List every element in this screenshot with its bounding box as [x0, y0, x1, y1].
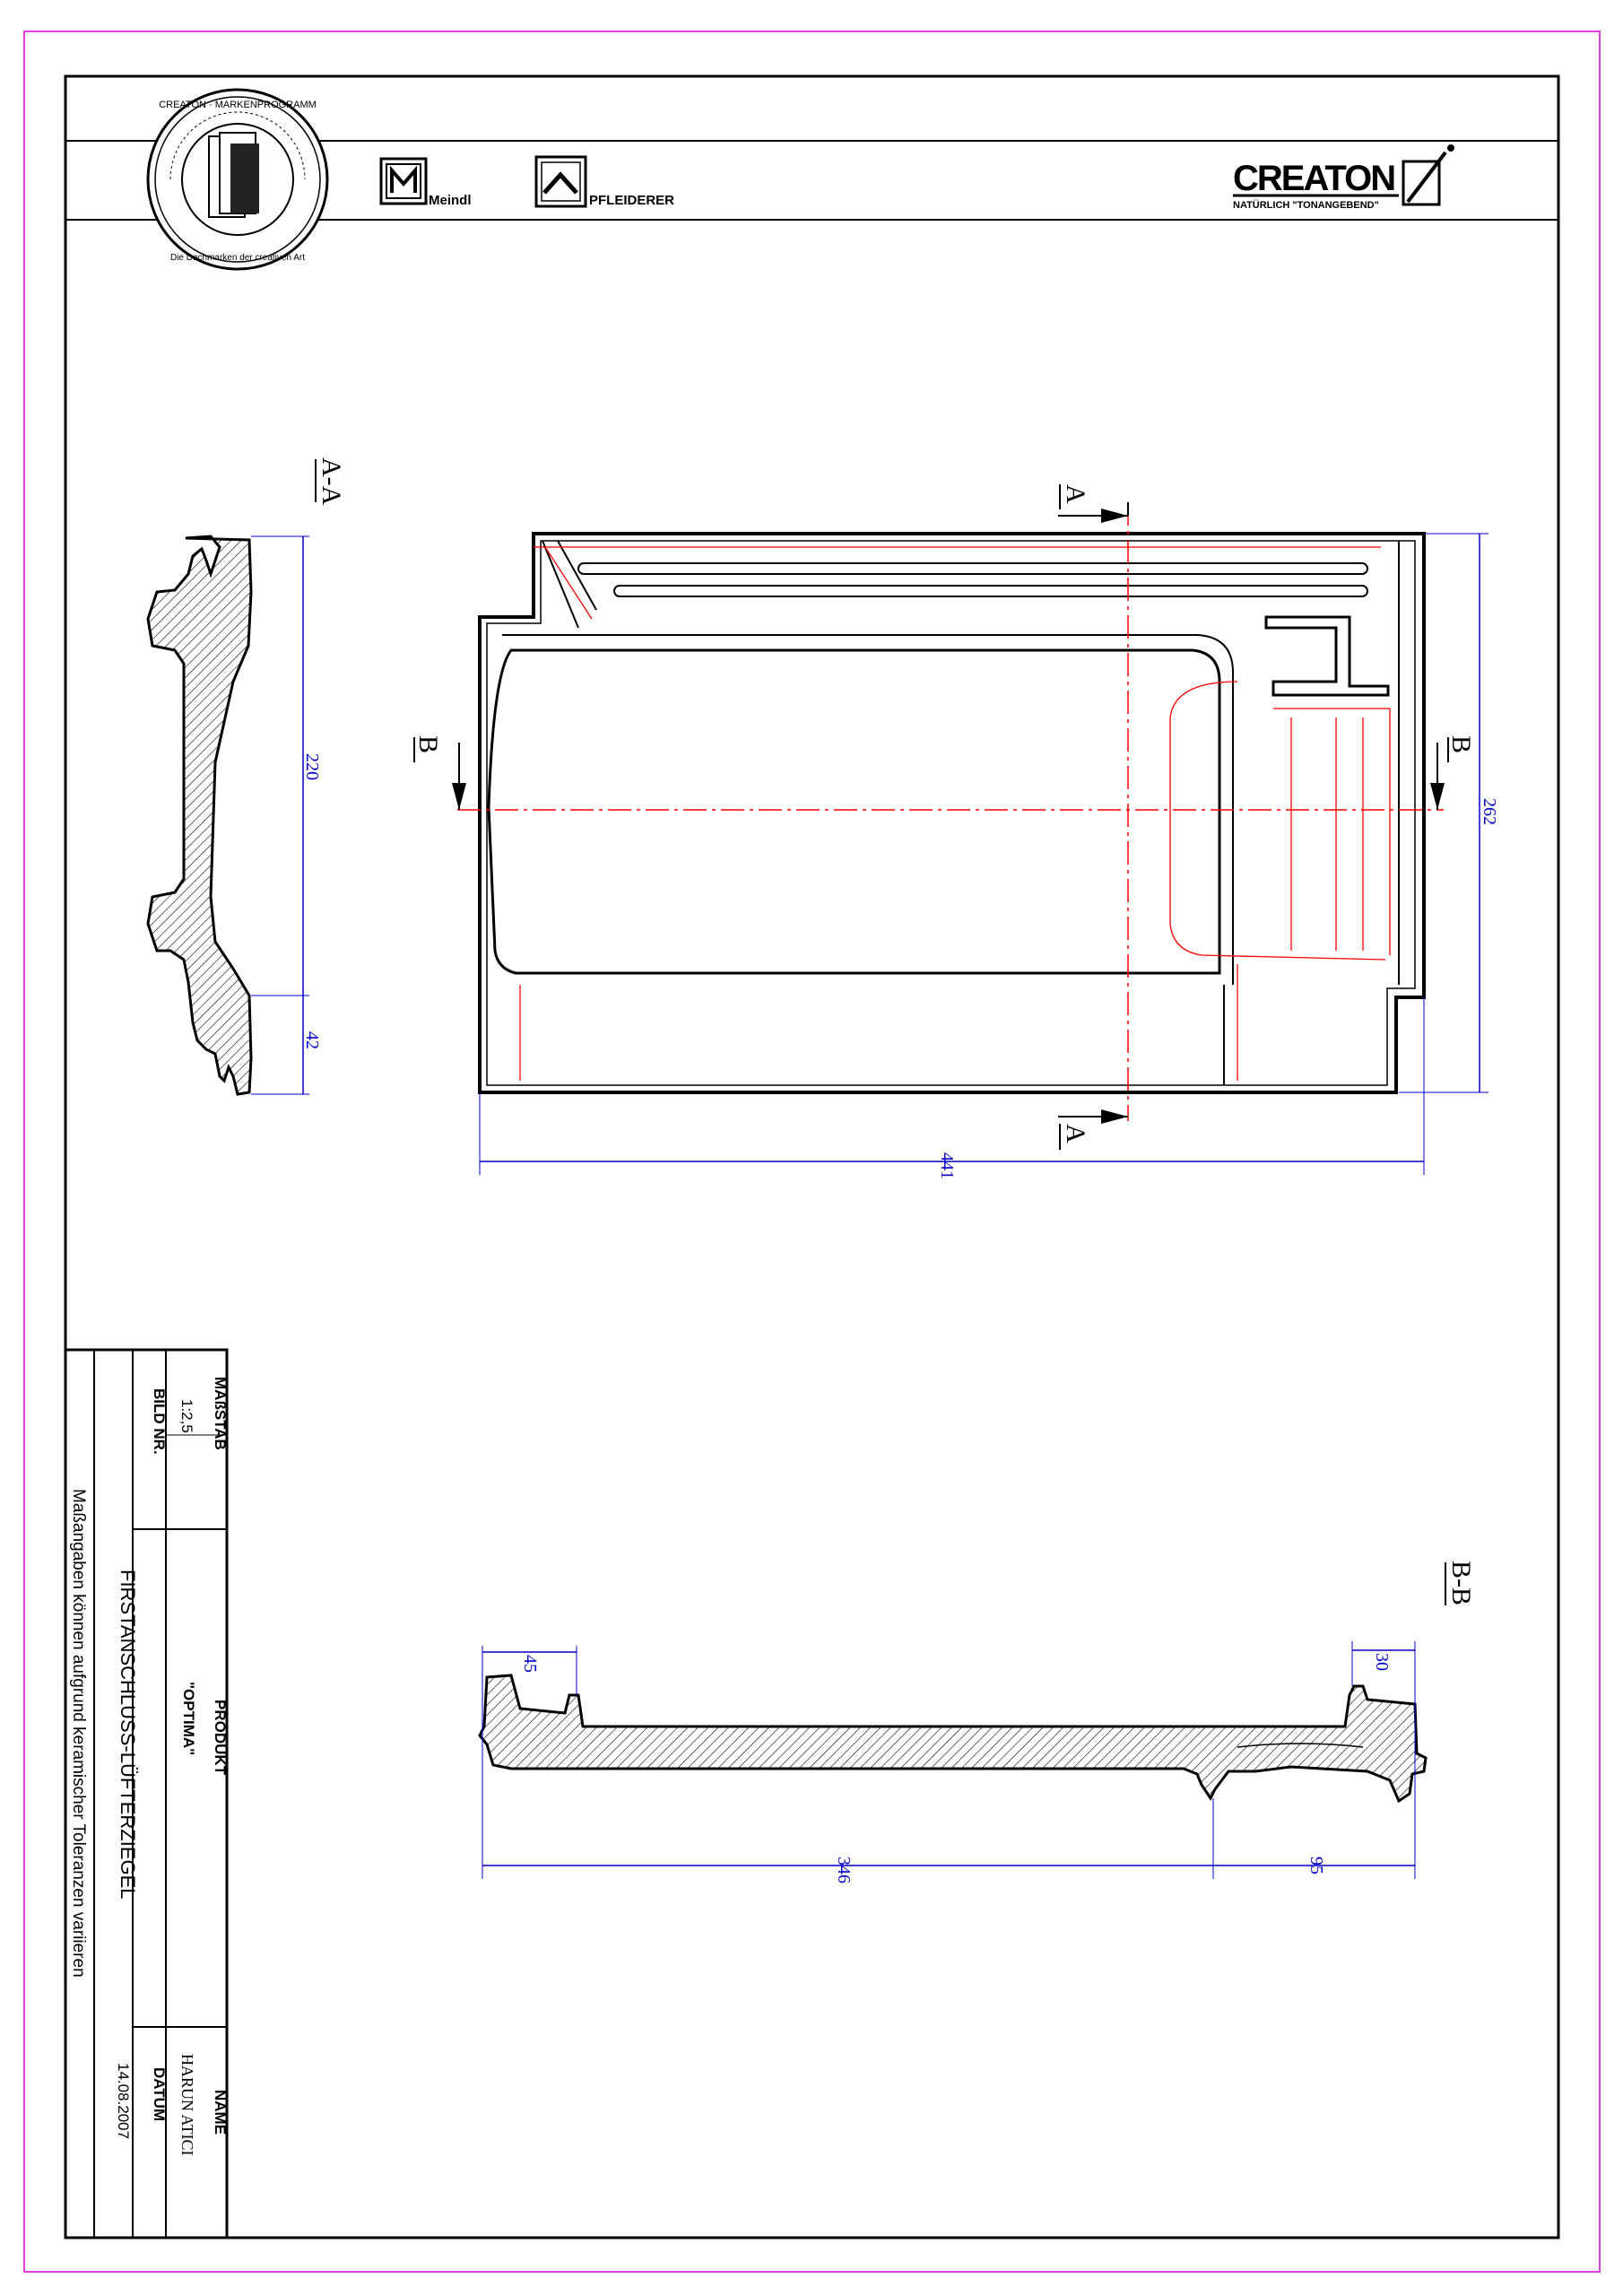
produkt-label: PRODUKT [212, 1700, 229, 1776]
plan-hook [1264, 615, 1390, 697]
cut-marker-b-left: B [413, 735, 466, 810]
meindl-label: Meindl [429, 193, 472, 208]
drawing-frame [64, 74, 1560, 2239]
dim-bb-45: 45 [520, 1655, 540, 1673]
creaton-seal-logo: CREATON · MARKENPROGRAMM Die Dachmarken … [146, 88, 329, 271]
bild-nr-label: BILD NR. [151, 1388, 168, 1455]
tolerance-note: Maßangaben können aufgrund keramischer T… [69, 1489, 88, 1978]
dim-aa-220: 220 [302, 753, 322, 780]
massstab-label: MAßSTAB [212, 1377, 229, 1450]
produkt-value: "OPTIMA" [180, 1682, 197, 1755]
section-bb-title: B-B [1446, 1561, 1476, 1605]
cut-marker-a-top: A [1058, 484, 1129, 523]
dim-bb-95: 95 [1306, 1857, 1326, 1874]
svg-text:CREATON · MARKENPROGRAMM: CREATON · MARKENPROGRAMM [159, 100, 317, 110]
name-label: NAME [212, 2090, 229, 2135]
section-aa-profile [146, 535, 253, 1096]
datum-value: 14.08.2007 [115, 2063, 132, 2139]
dim-plan-441: 441 [937, 1152, 957, 1179]
svg-text:Die Dachmarken der creativen A: Die Dachmarken der creativen Art [170, 253, 305, 263]
header-band: CREATON · MARKENPROGRAMM Die Dachmarken … [65, 88, 1558, 271]
name-value: HARUN ATICI [178, 2054, 196, 2156]
creaton-wordmark: CREATON [1233, 159, 1394, 198]
dim-plan-262: 262 [1480, 798, 1499, 825]
cut-marker-a-bottom: A [1058, 1109, 1128, 1150]
massstab-value: 1:2,5 [178, 1399, 195, 1433]
creaton-tagline: NATÜRLICH "TONANGEBEND" [1233, 199, 1379, 211]
meindl-logo: Meindl [379, 157, 472, 208]
section-bb: B-B 45 30 346 95 [478, 1561, 1476, 1883]
plan-view: A A B B 262 441 [413, 484, 1499, 1179]
product-description: FIRSTANSCHLUSS-LÜFTERZIEGEL [117, 1570, 139, 1900]
title-block: MAßSTAB 1:2,5 BILD NR. PRODUKT "OPTIMA" … [64, 1348, 229, 2239]
cut-a-top-label: A [1061, 484, 1090, 504]
pfleiderer-logo: PFLEIDERER [534, 155, 674, 208]
section-aa-title: A-A [317, 457, 346, 506]
creaton-logo: CREATON NATÜRLICH "TONANGEBEND" [1233, 144, 1454, 211]
cut-marker-b-right: B [1430, 735, 1476, 810]
cut-b-right-label: B [1446, 735, 1476, 753]
outer-border [23, 30, 1601, 2273]
cut-a-bottom-label: A [1061, 1124, 1090, 1144]
datum-label: DATUM [151, 2067, 168, 2121]
dim-bb-30: 30 [1372, 1653, 1392, 1671]
dim-bb-346: 346 [834, 1857, 854, 1883]
cut-b-left-label: B [413, 735, 443, 753]
section-bb-profile [478, 1674, 1428, 1804]
section-aa: A-A 220 42 [146, 457, 346, 1096]
plan-main-panel [487, 648, 1221, 975]
dim-aa-42: 42 [302, 1031, 322, 1049]
pfleiderer-label: PFLEIDERER [589, 193, 674, 208]
